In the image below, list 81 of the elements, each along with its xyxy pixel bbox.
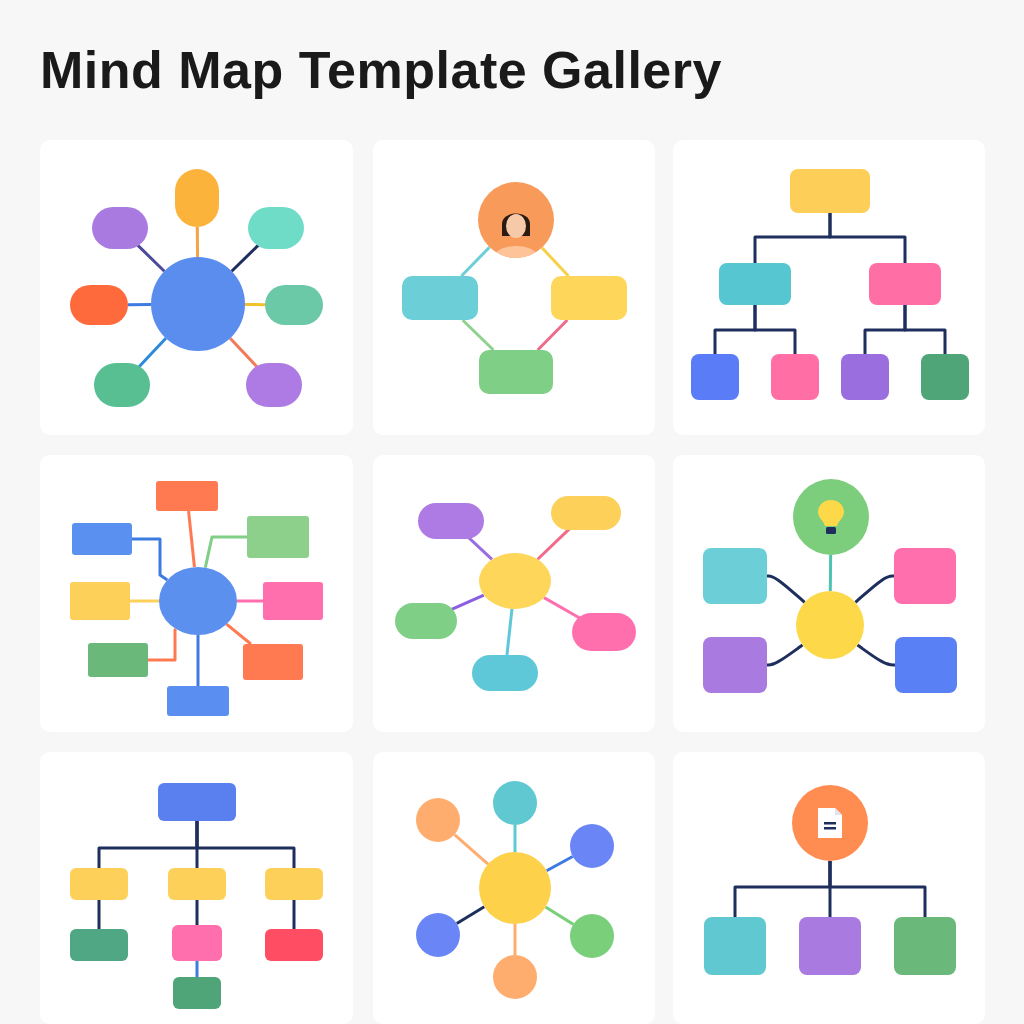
connector-line <box>148 628 178 662</box>
connector-line <box>903 305 947 354</box>
topic-box <box>158 783 236 821</box>
topic-box <box>472 655 538 691</box>
topic-box <box>156 481 218 511</box>
connector-line <box>766 643 804 667</box>
topic-box <box>703 548 767 604</box>
connector-line <box>225 623 252 646</box>
connector-line <box>128 303 151 307</box>
topic-box <box>70 868 128 900</box>
topic-box <box>243 644 303 680</box>
connector-line <box>854 574 895 604</box>
topic-box <box>263 582 323 620</box>
connector-line <box>828 861 927 917</box>
connector-line <box>461 318 495 352</box>
topic-box <box>418 503 484 539</box>
connector-line <box>545 855 574 873</box>
connector-line <box>195 821 296 868</box>
connector-line <box>456 905 486 925</box>
connector-line <box>136 243 166 273</box>
connector-line <box>536 527 572 561</box>
connector-line <box>460 246 491 278</box>
topic-box <box>173 977 221 1009</box>
topic-box <box>921 354 969 400</box>
topic-box <box>265 929 323 961</box>
topic-box <box>551 496 621 530</box>
connector-line <box>130 599 159 603</box>
topic-box <box>894 917 956 975</box>
connector-line <box>453 833 489 866</box>
topic-box <box>402 276 478 320</box>
connector-line <box>203 535 247 568</box>
topic-box <box>72 523 132 555</box>
connector-line <box>187 510 196 568</box>
connector-line <box>195 227 200 257</box>
connector-line <box>137 337 167 369</box>
page-title: Mind Map Template Gallery <box>40 40 722 100</box>
topic-box <box>88 643 148 677</box>
connector-line <box>828 555 833 591</box>
connector-line <box>513 825 517 852</box>
connector-line <box>513 924 517 955</box>
topic-box <box>168 868 226 900</box>
connector-line <box>766 574 806 604</box>
topic-box <box>70 582 130 620</box>
connector-line <box>449 593 485 612</box>
connector-line <box>132 537 169 582</box>
topic-box <box>479 350 553 394</box>
topic-box <box>841 354 889 400</box>
connector-line <box>195 900 199 925</box>
connector-line <box>196 635 200 686</box>
connector-line <box>540 246 570 278</box>
connector-line <box>97 900 101 929</box>
connector-line <box>753 305 797 354</box>
topic-box <box>771 354 819 400</box>
topic-box <box>799 917 861 975</box>
connector-line <box>292 900 296 929</box>
connector-line <box>536 318 569 352</box>
connector-line <box>543 596 582 621</box>
connector-line <box>237 599 263 603</box>
topic-box <box>719 263 791 305</box>
connector-line <box>828 213 907 263</box>
topic-box <box>869 263 941 305</box>
topic-box <box>395 603 457 639</box>
connector-line <box>245 303 265 307</box>
topic-box <box>551 276 627 320</box>
connector-line <box>505 608 514 656</box>
topic-box <box>790 169 870 213</box>
topic-box <box>247 516 309 558</box>
topic-box <box>704 917 766 975</box>
connector-line <box>195 961 199 977</box>
topic-box <box>70 929 128 961</box>
connector-line <box>856 643 895 667</box>
connector-line <box>229 337 259 369</box>
topic-box <box>691 354 739 400</box>
topic-box <box>172 925 222 961</box>
connector-line <box>230 243 260 273</box>
connector-line <box>544 905 575 926</box>
topic-box <box>167 686 229 716</box>
topic-box <box>894 548 956 604</box>
topic-box <box>895 637 957 693</box>
topic-box <box>703 637 767 693</box>
topic-box <box>265 868 323 900</box>
